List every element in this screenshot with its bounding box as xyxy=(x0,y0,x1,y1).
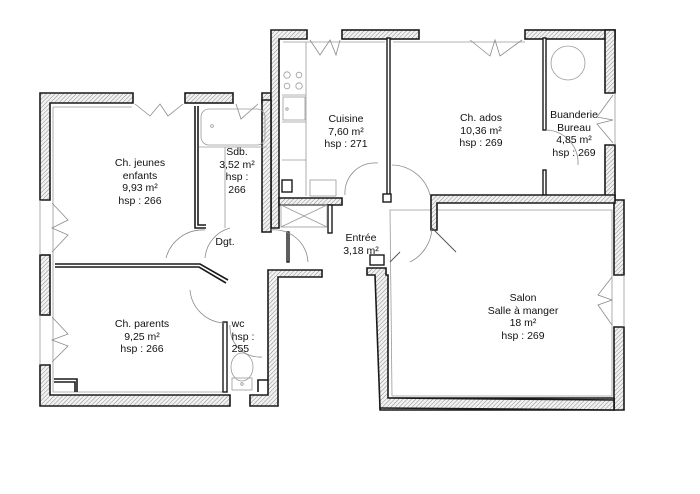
room-label-dgt: Dgt. xyxy=(215,236,235,248)
room-label-cuisine: Cuisine 7,60 m² hsp : 271 xyxy=(324,113,368,150)
doors xyxy=(165,129,579,358)
room-label-sdb: Sdb. 3,52 m² hsp : 266 xyxy=(219,146,255,196)
room-label-ch-parents: Ch. parents 9,25 m² hsp : 266 xyxy=(114,318,170,355)
partitions xyxy=(54,37,616,393)
room-label-entree: Entrée 3,18 m² xyxy=(343,232,379,257)
room-label-wc: wc hsp : 255 xyxy=(231,318,255,355)
room-label-salon: Salon Salle à manger 18 m² hsp : 269 xyxy=(487,292,559,342)
exterior-walls xyxy=(39,29,625,411)
room-label-buanderie-bureau: Buanderie Bureau 4,85 m² hsp : 269 xyxy=(550,109,598,159)
room-label-ch-jeunes-enfants: Ch. jeunes enfants 9,93 m² hsp : 266 xyxy=(114,157,166,207)
room-label-ch-ados: Ch. ados 10,36 m² hsp : 269 xyxy=(459,112,503,149)
windows xyxy=(50,38,614,363)
fixtures xyxy=(199,42,586,391)
finish-lines xyxy=(39,41,625,397)
